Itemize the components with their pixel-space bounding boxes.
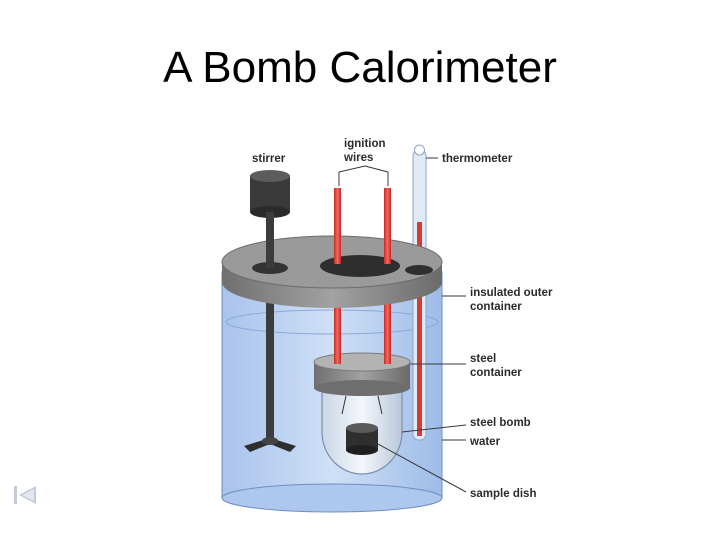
ignition-wires-upper: [334, 188, 391, 264]
calorimeter-lid: [221, 235, 443, 308]
nav-back-button[interactable]: [12, 484, 38, 506]
label-insulated-outer-line1: insulated outer: [470, 287, 553, 299]
steel-container: [313, 352, 411, 396]
sample-dish: [341, 395, 383, 455]
label-ignition-wires-line1: ignition: [344, 138, 386, 150]
stirrer-motor: [250, 170, 290, 268]
slide-title: A Bomb Calorimeter: [163, 43, 557, 92]
label-ignition-wires-line2: wires: [343, 152, 373, 164]
label-sample-dish: sample dish: [470, 488, 536, 500]
label-insulated-outer-line2: container: [470, 301, 522, 313]
label-stirrer: stirrer: [252, 153, 286, 165]
label-water: water: [469, 436, 501, 448]
stirrer: [244, 212, 296, 452]
label-thermometer: thermometer: [442, 153, 513, 165]
skip-back-icon: [14, 486, 36, 504]
label-leader-lines: [338, 157, 467, 493]
label-steel-bomb: steel bomb: [470, 417, 531, 429]
label-steel-container-line1: steel: [470, 353, 496, 365]
label-steel-container-line2: container: [470, 367, 522, 379]
